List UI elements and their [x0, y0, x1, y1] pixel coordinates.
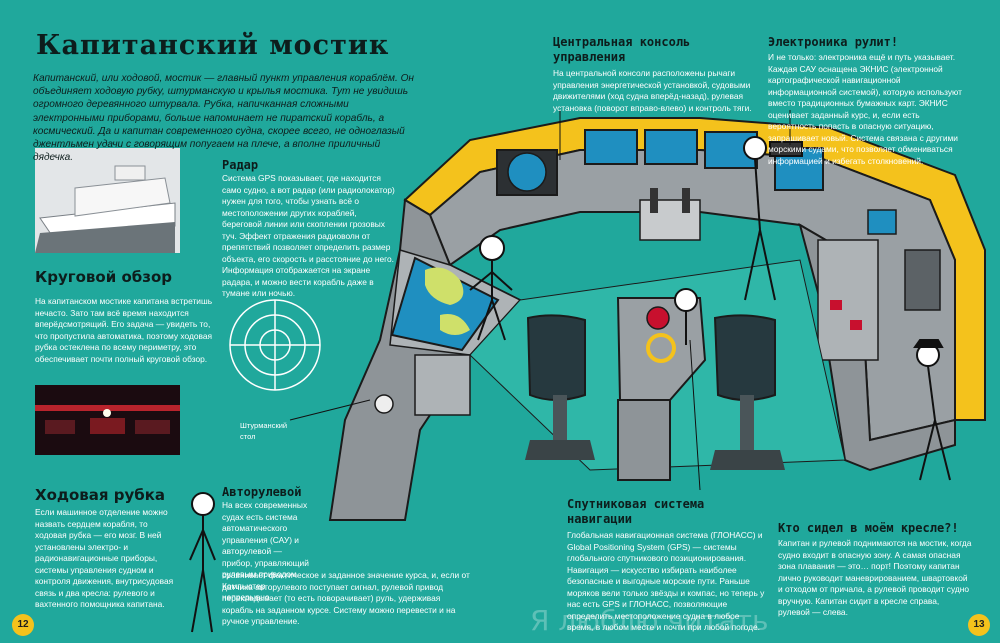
throttle-levers [639, 199, 701, 241]
wheelhouse-photo [35, 385, 180, 455]
callout-lines [289, 110, 791, 491]
electronics-heading: Электроника рулит! [768, 35, 899, 49]
who-sat-heading: Кто сидел в моём кресле?! [778, 521, 959, 535]
console-heading: Центральная консоль управления [553, 35, 691, 64]
left-map-screen [390, 256, 500, 352]
page-number-left: 12 [12, 614, 34, 636]
round-view-text: На капитанском мостике капитана встретиш… [35, 296, 213, 364]
cruise-ship-photo [35, 148, 180, 253]
map-screen-2 [644, 129, 698, 165]
page-number-right: 13 [968, 614, 990, 636]
wheelhouse-text: Если машинное отделение можно назвать се… [35, 507, 174, 609]
who-sat-text: Капитан и рулевой поднимаются на мостик,… [778, 538, 972, 617]
autopilot-heading: Авторулевой [222, 485, 302, 499]
radar-heading: Радар [222, 158, 259, 172]
intro-text: Капитанский, или ходовой, мостик — главн… [33, 73, 414, 164]
console-text: На центральной консоли расположены рычаг… [553, 68, 752, 113]
autopilot-text-narrow: На всех современных судах есть система а… [222, 500, 309, 602]
map-screen-1 [584, 129, 638, 165]
left-chair [526, 314, 586, 401]
satnav-text: Глобальная навигационная система (ГЛОНАС… [567, 530, 765, 632]
stick-figure-left [469, 235, 513, 341]
radar-icon [229, 299, 321, 391]
electronics-text: И не только: электроника ещё и путь указ… [768, 52, 962, 166]
page-title: Капитанский мостик [36, 30, 390, 61]
stick-figure-captain [913, 339, 951, 481]
satnav-heading: Спутниковая система навигации [567, 497, 705, 526]
stick-figure-binoculars [743, 136, 803, 301]
chart-table-panel [414, 354, 471, 416]
autopilot-text-wide: сравнивает фактическое и заданное значен… [222, 570, 470, 626]
stick-figure-autopilot [189, 492, 216, 633]
radar-text: Система GPS показывает, где находится са… [222, 173, 395, 298]
wheelhouse-night-icon [35, 385, 180, 455]
watermark: Я люблю читать [530, 604, 769, 637]
right-console-panel [817, 239, 879, 361]
steering-wheel [646, 333, 676, 363]
right-chair [713, 314, 776, 401]
round-view-heading: Круговой обзор [35, 268, 172, 286]
stick-figure-helm [674, 288, 698, 345]
wheelhouse-heading: Ходовая рубка [35, 486, 166, 504]
cruise-ship-icon [35, 148, 180, 253]
chart-table-label: Штурманский стол [240, 421, 288, 441]
